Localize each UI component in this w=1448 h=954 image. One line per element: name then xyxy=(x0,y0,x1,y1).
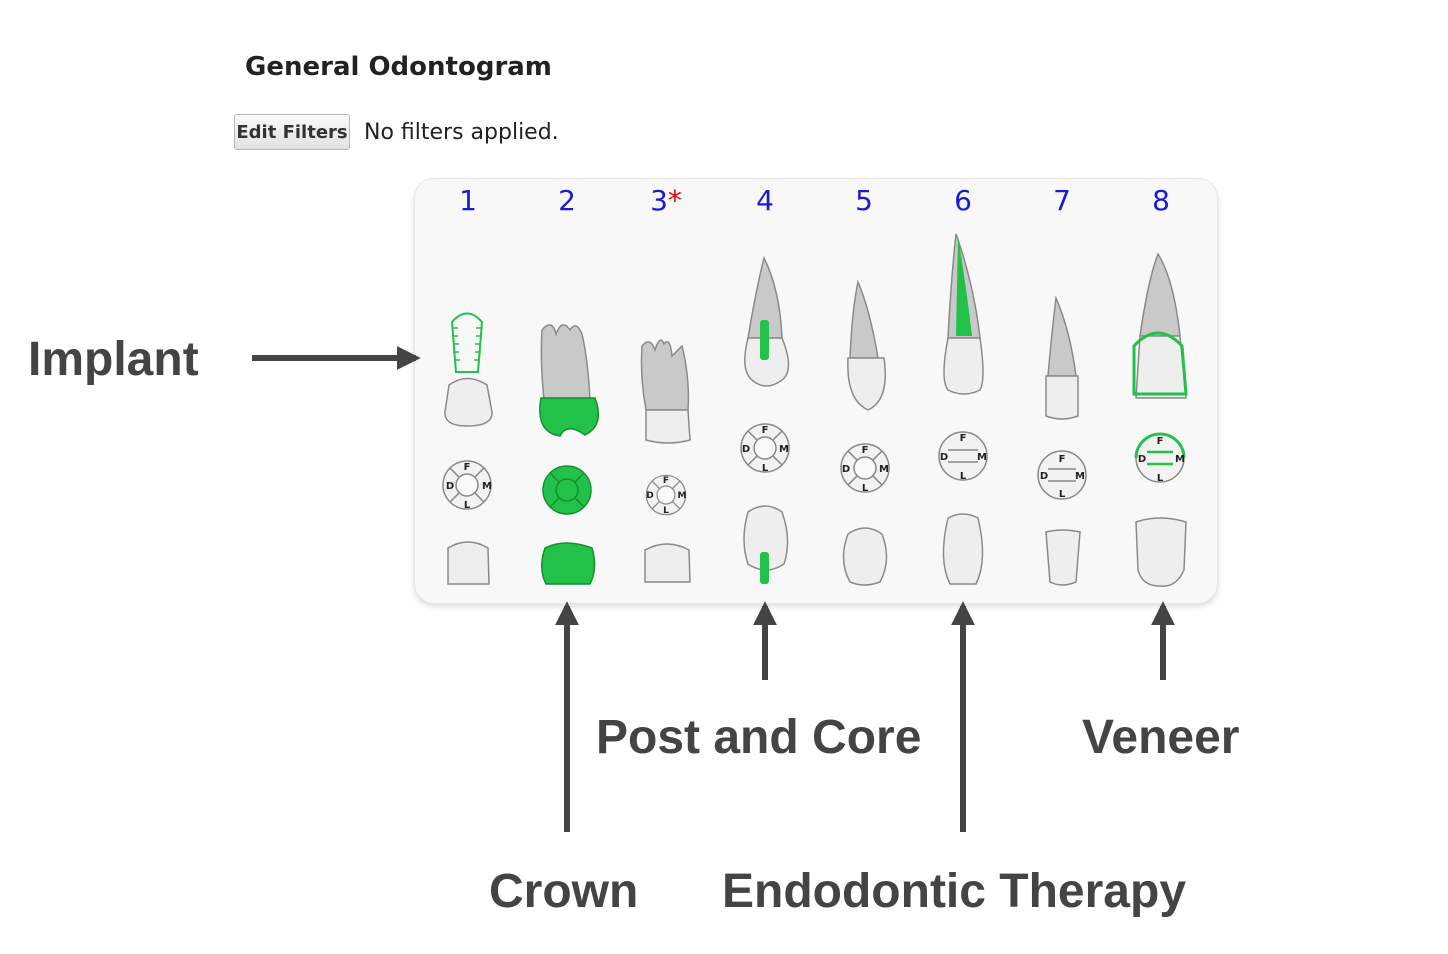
surface-letter-facial: F xyxy=(960,433,967,444)
annotation-arrows xyxy=(252,346,1175,832)
surface-letter-mesial: M xyxy=(879,464,889,475)
tooth-number-label: 7 xyxy=(1053,184,1071,217)
page-title: General Odontogram xyxy=(245,52,552,82)
surface-letter-facial: F xyxy=(862,445,869,456)
surface-letters: F D M L F D M L F D M L F D M L F D M L … xyxy=(446,425,1185,516)
surface-letter-mesial: M xyxy=(977,452,987,463)
surface-letter-lingual: L xyxy=(762,463,769,474)
tooth-number-3[interactable]: 3* xyxy=(636,184,696,217)
tooth-number-7[interactable]: 7 xyxy=(1032,184,1092,217)
implant-annotation: Implant xyxy=(28,333,199,386)
surface-letter-facial: F xyxy=(762,425,769,436)
tooth-8-facial-view[interactable] xyxy=(1132,252,1188,399)
edit-filters-button[interactable]: Edit Filters xyxy=(234,114,350,150)
surface-letter-facial: F xyxy=(1157,436,1164,447)
tooth-number-4[interactable]: 4 xyxy=(735,184,795,217)
surface-letter-lingual: L xyxy=(960,471,967,482)
surface-letter-mesial: M xyxy=(779,444,789,455)
tooth-1-lingual-view[interactable] xyxy=(447,541,490,585)
tooth-5-lingual-view[interactable] xyxy=(842,527,888,586)
tooth-flag-asterisk: * xyxy=(667,184,682,217)
tooth-6-facial-view[interactable] xyxy=(943,233,984,395)
surface-letter-distal: D xyxy=(1138,454,1146,465)
tooth-number-8[interactable]: 8 xyxy=(1131,184,1191,217)
tooth-number-6[interactable]: 6 xyxy=(933,184,993,217)
surface-letter-facial: F xyxy=(1059,454,1066,465)
veneer-annotation: Veneer xyxy=(1082,711,1240,764)
surface-letter-distal: D xyxy=(842,464,850,475)
tooth-7-facial-view[interactable] xyxy=(1045,295,1079,420)
surface-letter-lingual: L xyxy=(464,500,471,511)
tooth-number-label: 1 xyxy=(459,184,477,217)
tooth-3-lingual-view[interactable] xyxy=(644,543,691,583)
tooth-6-occlusal-chart[interactable] xyxy=(938,431,988,481)
surface-letter-facial: F xyxy=(663,476,669,486)
surface-letter-distal: D xyxy=(446,481,454,492)
surface-letter-mesial: M xyxy=(1075,471,1085,482)
surface-letter-distal: D xyxy=(1040,471,1048,482)
tooth-2-occlusal-chart[interactable] xyxy=(542,465,592,515)
tooth-4-facial-view[interactable] xyxy=(744,255,790,387)
tooth-number-label: 5 xyxy=(855,184,873,217)
tooth-5-facial-view[interactable] xyxy=(847,279,886,411)
tooth-7-lingual-view[interactable] xyxy=(1045,529,1081,586)
tooth-8-lingual-view[interactable] xyxy=(1135,517,1187,587)
surface-letter-lingual: L xyxy=(1059,489,1066,500)
tooth-1-facial-view[interactable] xyxy=(444,312,493,427)
crown-annotation: Crown xyxy=(489,865,639,918)
post-core-annotation: Post and Core xyxy=(596,711,922,764)
filter-status: No filters applied. xyxy=(364,120,559,145)
tooth-7-occlusal-chart[interactable] xyxy=(1037,450,1087,500)
tooth-6-lingual-view[interactable] xyxy=(942,513,984,585)
tooth-number-5[interactable]: 5 xyxy=(834,184,894,217)
tooth-number-2[interactable]: 2 xyxy=(537,184,597,217)
tooth-number-label: 6 xyxy=(954,184,972,217)
surface-letter-facial: F xyxy=(464,462,471,473)
surface-letter-distal: D xyxy=(742,444,750,455)
tooth-4-lingual-view[interactable] xyxy=(743,505,789,584)
surface-letter-mesial: M xyxy=(482,481,492,492)
surface-letter-lingual: L xyxy=(1157,473,1164,484)
tooth-2-lingual-view[interactable] xyxy=(541,542,596,585)
surface-letter-mesial: M xyxy=(678,491,687,501)
surface-letter-distal: D xyxy=(940,452,948,463)
tooth-number-label: 4 xyxy=(756,184,774,217)
endo-annotation: Endodontic Therapy xyxy=(722,865,1187,918)
surface-letter-lingual: L xyxy=(663,506,669,516)
tooth-number-label: 8 xyxy=(1152,184,1170,217)
tooth-2-facial-view[interactable] xyxy=(539,324,600,437)
tooth-number-label: 3 xyxy=(650,184,668,217)
tooth-number-label: 2 xyxy=(558,184,576,217)
surface-letter-mesial: M xyxy=(1175,454,1185,465)
tooth-3-facial-view[interactable] xyxy=(640,339,691,444)
surface-letter-distal: D xyxy=(646,491,653,501)
tooth-8-occlusal-chart[interactable] xyxy=(1134,432,1186,483)
tooth-number-1[interactable]: 1 xyxy=(438,184,498,217)
surface-letter-lingual: L xyxy=(862,483,869,494)
